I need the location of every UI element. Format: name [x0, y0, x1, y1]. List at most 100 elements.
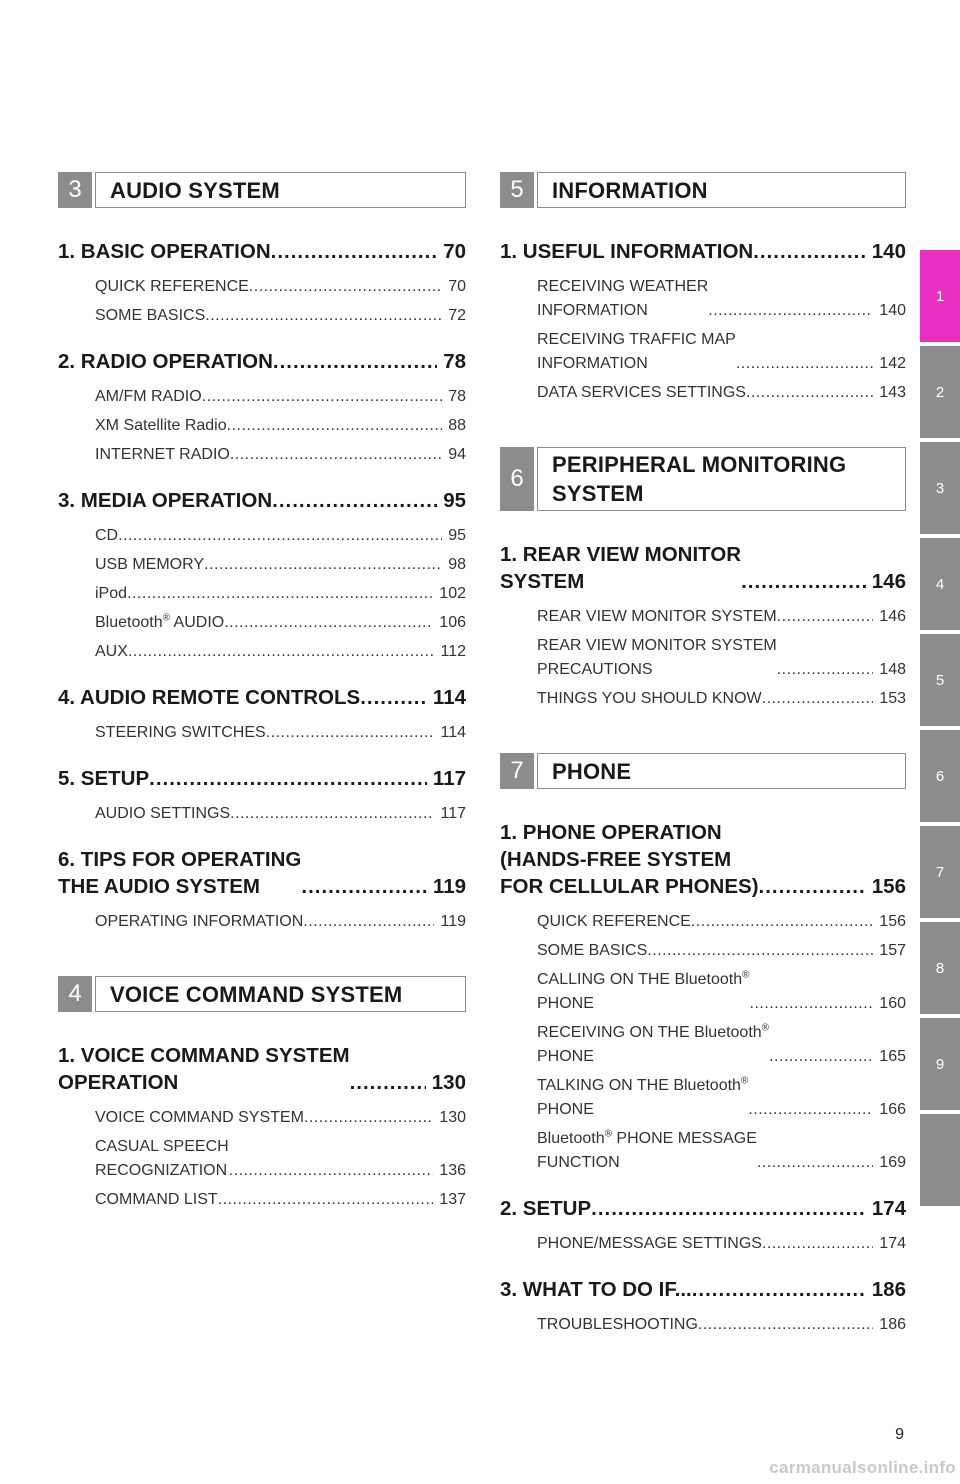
- chapter-tab-9[interactable]: 9: [920, 1018, 960, 1110]
- toc-item[interactable]: AUX112: [95, 640, 466, 664]
- toc-item[interactable]: QUICK REFERENCE 156: [537, 910, 906, 934]
- item-title-text: AM/FM RADIO: [95, 388, 202, 405]
- toc-item[interactable]: TALKING ON THE Bluetooth® PHONE166: [537, 1074, 906, 1122]
- chapter-entry[interactable]: 1. VOICE COMMAND SYSTEM OPERATION130: [58, 1042, 466, 1096]
- item-title-text: iPod: [95, 585, 128, 602]
- item-title-text: RECEIVING WEATHER INFORMATION: [537, 278, 709, 319]
- item-title: TROUBLESHOOTING: [537, 1313, 698, 1337]
- chapter-entry[interactable]: 3. MEDIA OPERATION95: [58, 487, 466, 514]
- toc-item[interactable]: AM/FM RADIO78: [95, 385, 466, 409]
- item-page: 153: [879, 690, 906, 707]
- item-title: CASUAL SPEECH RECOGNIZATION: [95, 1135, 229, 1183]
- toc-item[interactable]: TROUBLESHOOTING 186: [537, 1313, 906, 1337]
- section-spacer: [500, 425, 906, 447]
- toc-item[interactable]: REAR VIEW MONITOR SYSTEM146: [537, 605, 906, 629]
- chapter-tab-7[interactable]: 7: [920, 826, 960, 918]
- dot-leader: [272, 487, 437, 514]
- toc-item[interactable]: RECEIVING TRAFFIC MAP INFORMATION142: [537, 328, 906, 376]
- item-title-text: TROUBLESHOOTING: [537, 1316, 698, 1333]
- chapter-entry[interactable]: 1. REAR VIEW MONITOR SYSTEM146: [500, 541, 906, 595]
- dot-leader: [249, 275, 442, 299]
- item-title-text: REAR VIEW MONITOR SYSTEM: [537, 608, 777, 625]
- dot-leader: [777, 658, 874, 682]
- dot-leader: [350, 1069, 426, 1096]
- chapter-tab-2[interactable]: 2: [920, 346, 960, 438]
- item-title-text: RECEIVING TRAFFIC MAP INFORMATION: [537, 331, 736, 372]
- chapter-tab-5[interactable]: 5: [920, 634, 960, 726]
- chapter-entry[interactable]: 4. AUDIO REMOTE CONTROLS114: [58, 684, 466, 711]
- item-title-text-cont: AUDIO: [169, 614, 225, 631]
- chapter-entry[interactable]: 5. SETUP117: [58, 765, 466, 792]
- chapter-tab-6[interactable]: 6: [920, 730, 960, 822]
- item-title: QUICK REFERENCE: [537, 910, 691, 934]
- dot-leader: [647, 939, 873, 963]
- item-title-text: AUX: [95, 643, 128, 660]
- toc-item[interactable]: iPod102: [95, 582, 466, 606]
- chapter-title: 1. BASIC OPERATION: [58, 240, 271, 263]
- toc-item[interactable]: PHONE/MESSAGE SETTINGS174: [537, 1232, 906, 1256]
- section-number: 7: [500, 753, 534, 789]
- toc-item[interactable]: COMMAND LIST137: [95, 1188, 466, 1212]
- toc-item[interactable]: Bluetooth® PHONE MESSAGE FUNCTION169: [537, 1127, 906, 1175]
- chapter-entry[interactable]: 1. USEFUL INFORMATION140: [500, 238, 906, 265]
- toc-item[interactable]: DATA SERVICES SETTINGS143: [537, 381, 906, 405]
- chapter-tab-1[interactable]: 1: [920, 250, 960, 342]
- toc-item[interactable]: RECEIVING WEATHER INFORMATION 140: [537, 275, 906, 323]
- toc-item[interactable]: USB MEMORY98: [95, 553, 466, 577]
- item-page: 88: [448, 417, 466, 434]
- chapter-title: 6. TIPS FOR OPERATING THE AUDIO SYSTEM: [58, 848, 302, 898]
- registered-mark: ®: [740, 1075, 749, 1087]
- toc-item[interactable]: XM Satellite Radio 88: [95, 414, 466, 438]
- item-page: 186: [879, 1316, 906, 1333]
- item-page: 160: [879, 995, 906, 1012]
- item-page: 157: [879, 942, 906, 959]
- item-title-text-cont: PHONE: [537, 1101, 594, 1118]
- chapter-entry[interactable]: 1. BASIC OPERATION 70: [58, 238, 466, 265]
- toc-item[interactable]: INTERNET RADIO94: [95, 443, 466, 467]
- toc-item[interactable]: CASUAL SPEECH RECOGNIZATION136: [95, 1135, 466, 1183]
- toc-item[interactable]: Bluetooth® AUDIO106: [95, 611, 466, 635]
- item-title: OPERATING INFORMATION: [95, 910, 303, 934]
- toc-item[interactable]: OPERATING INFORMATION119: [95, 910, 466, 934]
- item-title-text: TALKING ON THE Bluetooth: [537, 1077, 741, 1094]
- chapter-entry[interactable]: 3. WHAT TO DO IF...186: [500, 1276, 906, 1303]
- dot-leader: [762, 1232, 873, 1256]
- chapter-title: 2. SETUP: [500, 1197, 592, 1220]
- chapter-entry[interactable]: 1. PHONE OPERATION (HANDS-FREE SYSTEM FO…: [500, 819, 906, 900]
- toc-item[interactable]: SOME BASICS157: [537, 939, 906, 963]
- toc-item[interactable]: STEERING SWITCHES114: [95, 721, 466, 745]
- toc-item[interactable]: RECEIVING ON THE Bluetooth® PHONE165: [537, 1021, 906, 1069]
- item-title: iPod: [95, 582, 127, 606]
- toc-item[interactable]: CD95: [95, 524, 466, 548]
- toc-item[interactable]: AUDIO SETTINGS117: [95, 802, 466, 826]
- toc-item[interactable]: CALLING ON THE Bluetooth® PHONE160: [537, 968, 906, 1016]
- toc-item[interactable]: SOME BASICS72: [95, 304, 466, 328]
- item-title-text-cont: PHONE MESSAGE FUNCTION: [537, 1130, 757, 1171]
- toc-item[interactable]: VOICE COMMAND SYSTEM130: [95, 1106, 466, 1130]
- dot-leader: [230, 443, 442, 467]
- chapter-tab-3[interactable]: 3: [920, 442, 960, 534]
- toc-item[interactable]: REAR VIEW MONITOR SYSTEM PRECAUTIONS148: [537, 634, 906, 682]
- item-page: 156: [879, 913, 906, 930]
- chapter-tab-blank[interactable]: [920, 1114, 960, 1206]
- chapter-page: 70: [443, 240, 466, 263]
- chapter-entry[interactable]: 2. RADIO OPERATION78: [58, 348, 466, 375]
- dot-leader: [202, 385, 443, 409]
- dot-leader: [304, 1106, 433, 1130]
- chapter-entry[interactable]: 6. TIPS FOR OPERATING THE AUDIO SYSTEM11…: [58, 846, 466, 900]
- toc-item[interactable]: QUICK REFERENCE70: [95, 275, 466, 299]
- item-title: XM Satellite Radio: [95, 414, 227, 438]
- dot-leader: [303, 910, 434, 934]
- item-page: 140: [879, 302, 906, 319]
- chapter-entry[interactable]: 2. SETUP174: [500, 1195, 906, 1222]
- toc-item[interactable]: THINGS YOU SHOULD KNOW153: [537, 687, 906, 711]
- item-title: QUICK REFERENCE: [95, 275, 249, 299]
- item-title: COMMAND LIST: [95, 1188, 218, 1212]
- dot-leader: [708, 299, 873, 323]
- chapter-tab-4[interactable]: 4: [920, 538, 960, 630]
- chapter-title: 2. RADIO OPERATION: [58, 350, 273, 373]
- chapter-tab-8[interactable]: 8: [920, 922, 960, 1014]
